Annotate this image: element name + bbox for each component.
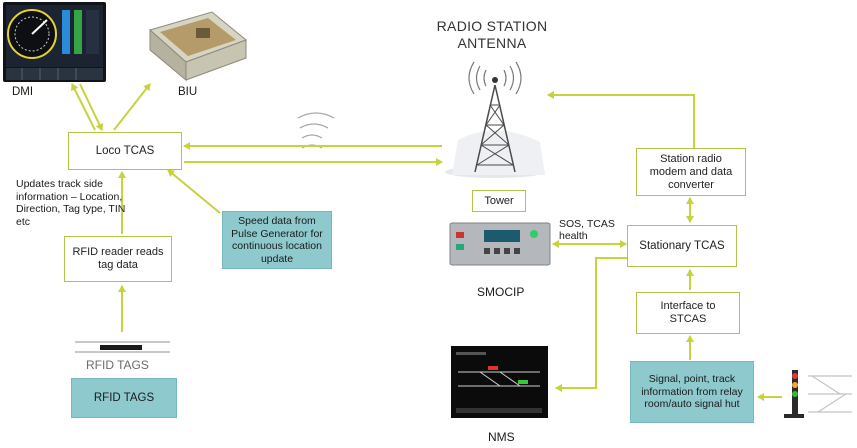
dmi-display-image <box>3 2 106 82</box>
sos-health-label: SOS, TCAS health <box>559 218 615 242</box>
flow-arrows <box>71 83 782 401</box>
nms-label: NMS <box>488 430 515 444</box>
speed-data-box: Speed data from Pulse Generator for cont… <box>222 211 332 269</box>
biu-device-image <box>148 11 247 82</box>
interface-stcas-box: Interface to STCAS <box>636 292 740 334</box>
radio-tower-image <box>445 77 545 178</box>
smocip-label: SMOCIP <box>477 285 525 299</box>
smocip-panel-image <box>449 222 551 266</box>
updates-info-text: Updates track side information – Locatio… <box>16 178 126 228</box>
rfid-reader-box: RFID reader reads tag data <box>64 236 172 282</box>
tower-box: Tower <box>472 190 526 212</box>
dmi-label: DMI <box>12 86 34 98</box>
station-radio-modem-box: Station radio modem and data converter <box>636 148 746 196</box>
loco-tcas-box: Loco TCAS <box>68 132 182 170</box>
antenna-signal-waves-icon <box>468 61 522 95</box>
rfid-tags-caption: RFID TAGS <box>86 358 149 372</box>
signal-post-image <box>784 370 804 418</box>
stationary-tcas-box: Stationary TCAS <box>627 225 737 267</box>
nms-screen-image <box>451 346 548 418</box>
biu-label: BIU <box>178 86 198 98</box>
rfid-tags-box: RFID TAGS <box>71 378 177 418</box>
track-lines-image <box>808 375 852 413</box>
wireless-waves-icon <box>297 112 335 149</box>
signal-info-box: Signal, point, track information from re… <box>630 361 754 423</box>
rfid-tag-image <box>75 341 170 353</box>
radio-station-antenna-title: RADIO STATION ANTENNA <box>436 18 548 51</box>
